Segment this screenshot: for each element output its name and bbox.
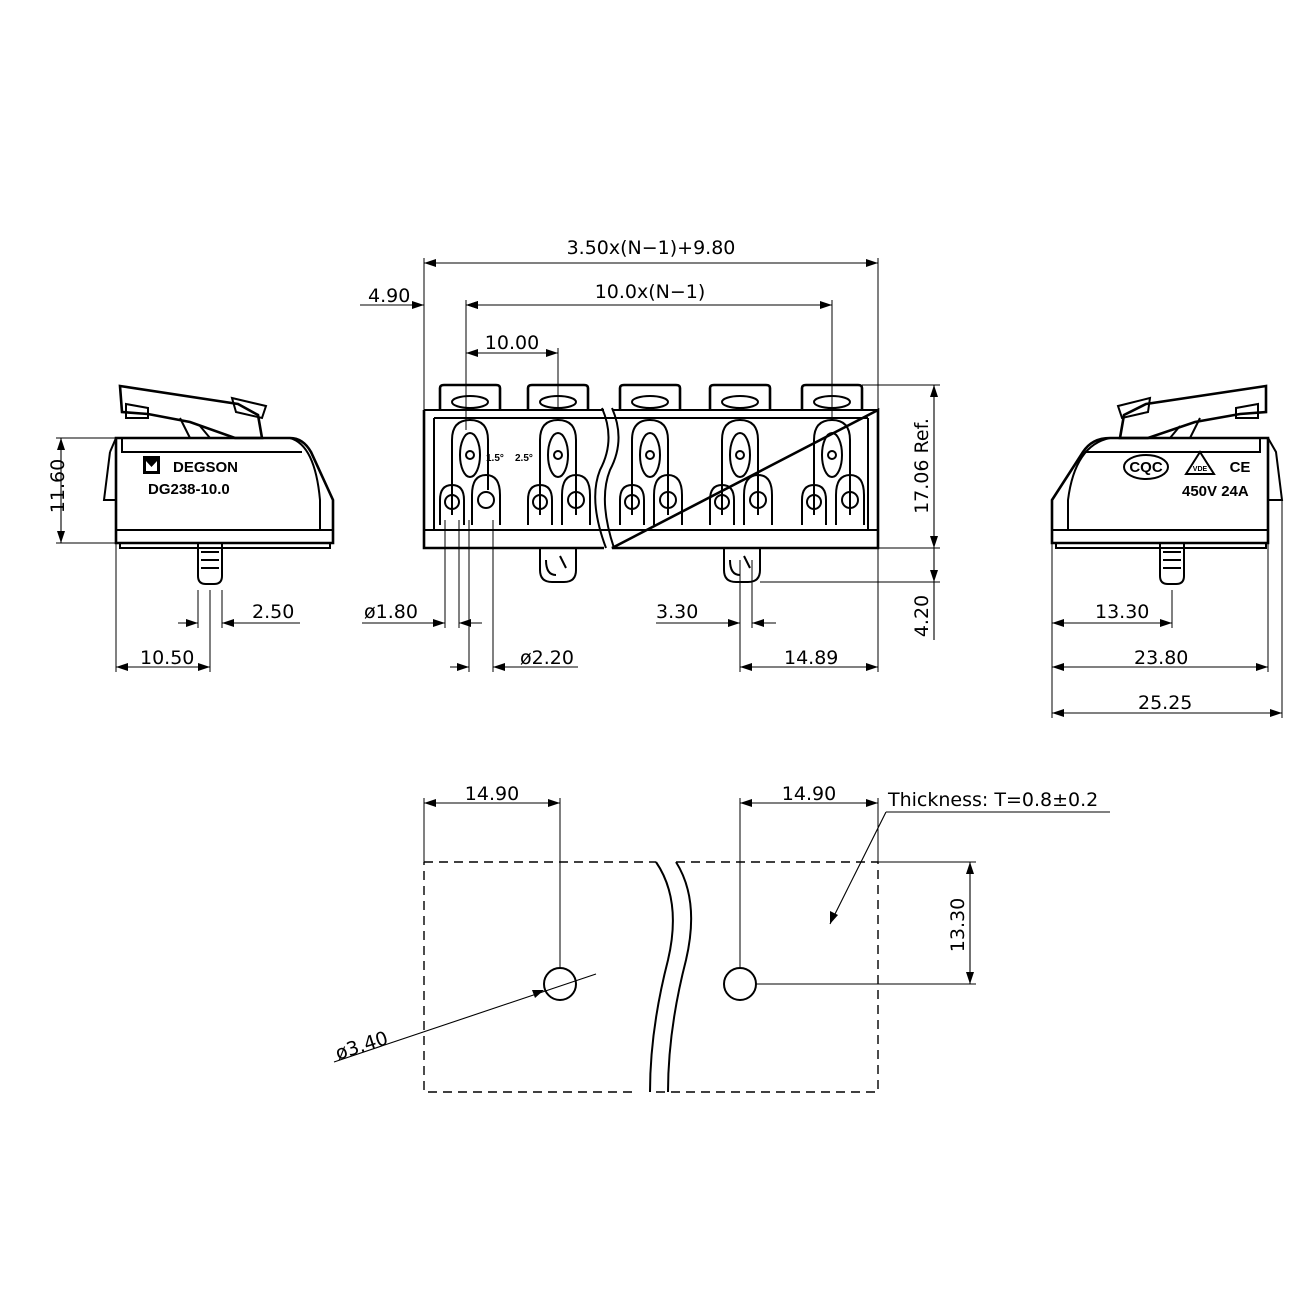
right-view-dimensions: 13.30 23.80 25.25 [1051, 500, 1283, 718]
dim-right-total-depth: 25.25 [1138, 692, 1192, 714]
dim-pitch-formula: 10.0x(N−1) [595, 281, 706, 303]
left-side-view: DEGSON DG238-10.0 [102, 384, 335, 585]
dim-pitch: 10.00 [485, 332, 539, 354]
right-side-view: CQC VDE CE 450V 24A [1050, 384, 1284, 585]
terminal-cells [439, 418, 865, 525]
dim-pcb-hole-dia: ø3.40 [333, 1027, 391, 1065]
dim-right-pin-offset: 13.30 [1095, 601, 1149, 623]
dim-side-height: 11.60 [47, 459, 69, 513]
thickness-note: Thickness: T=0.8±0.2 [887, 789, 1098, 811]
model-label: DG238-10.0 [148, 481, 230, 498]
dim-side-pin-offset: 10.50 [140, 647, 194, 669]
top-buttons [438, 383, 864, 410]
pcb-layout: 14.90 14.90 Thickness: T=0.8±0.2 13.30 ø… [333, 783, 1110, 1093]
dim-height-ref: 17.06 Ref. [911, 418, 933, 514]
cert-ce: CE [1230, 459, 1251, 476]
cert-vde: VDE [1193, 466, 1208, 473]
wire-size-1: 1.5° [486, 453, 504, 464]
wire-size-2: 2.5° [515, 453, 533, 464]
brand-label: DEGSON [173, 459, 238, 476]
front-view-dimensions: 3.50x(N−1)+9.80 10.0x(N−1) 4.90 10.00 17… [360, 237, 940, 672]
dim-pcb-hole-depth: 13.30 [947, 898, 969, 952]
dim-pcb-offset-right: 14.90 [782, 783, 836, 805]
dim-hole-small: ø1.80 [364, 601, 418, 623]
dim-overall-length: 3.50x(N−1)+9.80 [567, 237, 736, 259]
pcb-hole-left [543, 967, 577, 1001]
dim-pin-width: 3.30 [656, 601, 698, 623]
dim-left-offset: 4.90 [368, 285, 410, 307]
dim-pin-length: 4.20 [911, 595, 933, 637]
dim-pin-to-edge: 14.89 [784, 647, 838, 669]
dim-pcb-offset-left: 14.90 [465, 783, 519, 805]
pcb-hole-right [723, 967, 757, 1001]
cert-cqc: CQC [1129, 459, 1163, 476]
dim-right-depth: 23.80 [1134, 647, 1188, 669]
left-view-dimensions: 11.60 10.50 2.50 [47, 437, 300, 672]
dim-side-pin-width: 2.50 [252, 601, 294, 623]
rating-label: 450V 24A [1182, 483, 1249, 500]
dim-hole-large: ø2.20 [520, 647, 574, 669]
front-view: 1.5° 2.5° [422, 383, 880, 583]
